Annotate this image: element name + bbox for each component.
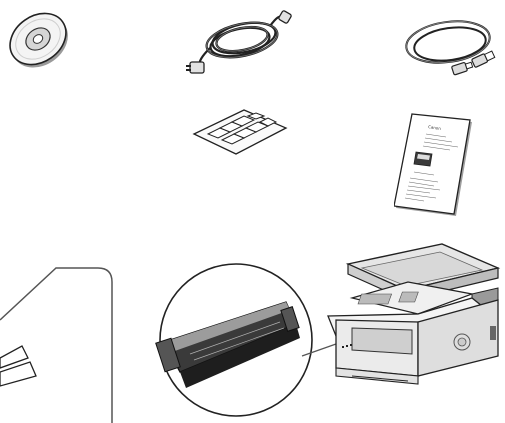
power-cord-icon — [186, 10, 292, 74]
manual-booklet-item: Canon — [394, 112, 474, 218]
callout-frame-icon — [0, 267, 113, 423]
power-cord-item — [184, 4, 294, 78]
usb-cable-icon — [405, 20, 496, 76]
manual-cover-printer-icon — [413, 151, 433, 167]
callout-frame-left — [0, 250, 120, 423]
manual-brand-text: Canon — [428, 124, 442, 131]
manual-booklet-icon: Canon — [394, 113, 472, 216]
printer-icon — [327, 243, 501, 385]
cd-rom-item — [4, 8, 74, 70]
cd-rom-icon — [9, 12, 68, 68]
usb-cable-item — [400, 12, 500, 78]
toner-cartridge-icon — [155, 263, 313, 417]
toner-detail-circle — [150, 262, 330, 420]
printer-item — [322, 238, 502, 388]
control-panel-icon — [357, 291, 419, 305]
label-sheet-item — [190, 106, 290, 156]
label-sheet-icon — [192, 109, 288, 155]
